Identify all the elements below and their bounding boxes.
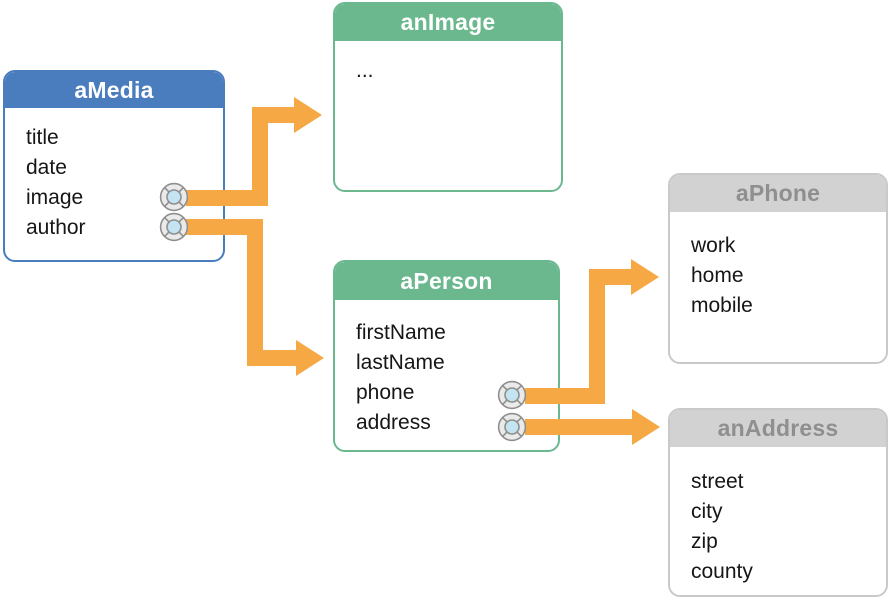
entity-box-anaddress: anAddress street city zip county (668, 408, 888, 597)
field-work: work (691, 234, 736, 257)
entity-header-aperson: aPerson (335, 262, 558, 300)
entity-fields-animage: ... (335, 41, 561, 86)
entity-fields-aperson: firstName lastName phone address (335, 300, 558, 438)
field-author: author (26, 216, 86, 239)
field-phone: phone (356, 381, 415, 404)
entity-title: aPhone (735, 180, 821, 206)
field-image: image (26, 186, 84, 209)
entity-title: anAddress (717, 415, 839, 441)
field-lastname: lastName (356, 351, 445, 374)
entity-fields-amedia: title date image author (5, 108, 223, 243)
field-ellipsis: ... (356, 59, 374, 82)
entity-header-animage: anImage (335, 4, 561, 41)
entity-box-amedia: aMedia title date image author (3, 70, 225, 262)
field-title: title (26, 126, 59, 149)
field-firstname: firstName (356, 321, 446, 344)
field-county: county (691, 560, 753, 583)
entity-header-anaddress: anAddress (670, 410, 886, 447)
relationship-icon-address (497, 412, 527, 442)
entity-fields-anaddress: street city zip county (670, 447, 886, 587)
field-date: date (26, 156, 67, 179)
entity-header-aphone: aPhone (670, 175, 886, 212)
entity-header-amedia: aMedia (5, 72, 223, 108)
entity-box-aphone: aPhone work home mobile (668, 173, 888, 364)
field-mobile: mobile (691, 294, 753, 317)
field-zip: zip (691, 530, 718, 553)
field-address: address (356, 411, 431, 434)
entity-fields-aphone: work home mobile (670, 212, 886, 321)
field-city: city (691, 500, 723, 523)
relationship-icon-author (159, 212, 189, 242)
relationship-icon-phone (497, 380, 527, 410)
field-street: street (691, 470, 744, 493)
entity-box-aperson: aPerson firstName lastName phone address (333, 260, 560, 452)
entity-box-animage: anImage ... (333, 2, 563, 192)
entity-title: aMedia (74, 76, 154, 103)
relationship-icon-image (159, 182, 189, 212)
entity-title: anImage (400, 9, 496, 35)
entity-title: aPerson (400, 267, 493, 294)
field-home: home (691, 264, 744, 287)
